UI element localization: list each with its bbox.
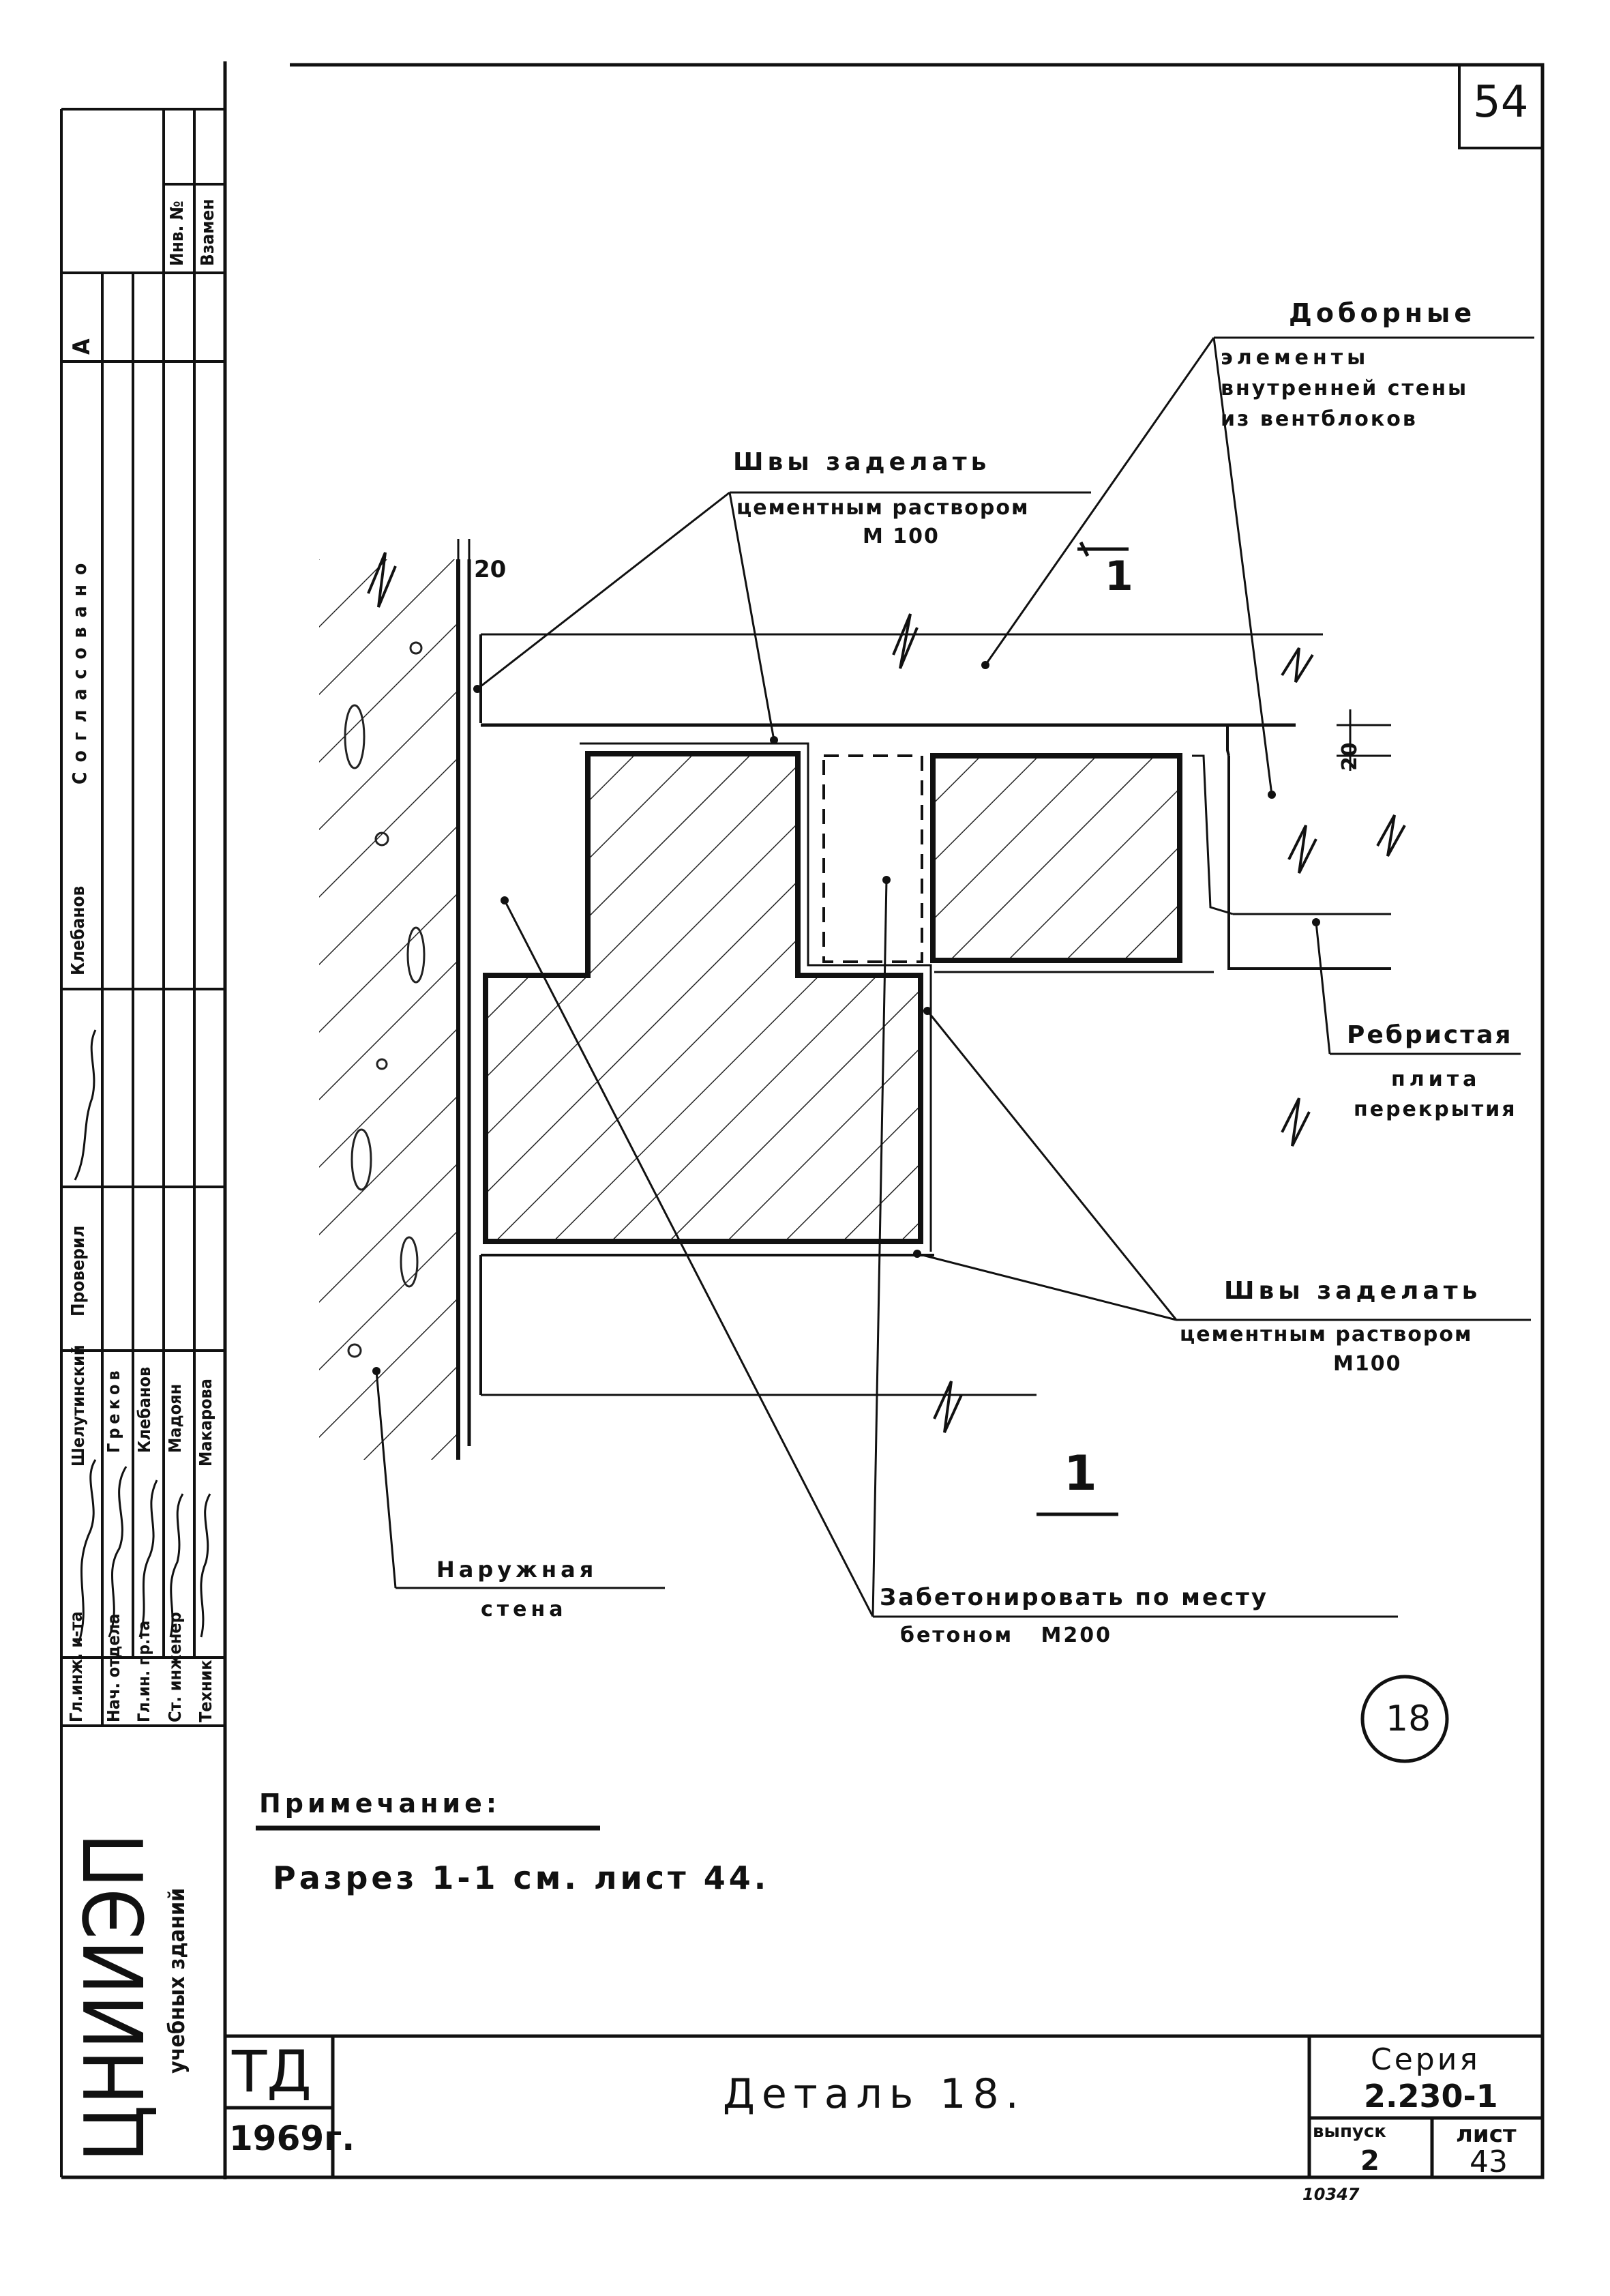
- issue-value: 2: [1360, 2145, 1380, 2177]
- label-slab-2: плита: [1391, 1068, 1481, 1091]
- section-bottom-label: 1: [1064, 1445, 1097, 1501]
- label-concrete-2: бетоном М200: [900, 1623, 1112, 1647]
- sheet-label: лист: [1456, 2121, 1517, 2148]
- small-concrete-infill: [930, 753, 1182, 963]
- bottom-number: 10347: [1302, 2185, 1360, 2204]
- leader-lines: [375, 336, 1534, 1618]
- issue-label: выпуск: [1313, 2121, 1386, 2142]
- lower-slab-outline: [479, 1254, 1037, 1396]
- label-dobornye-1: Доборные: [1289, 298, 1476, 328]
- detail-circle: [1360, 1675, 1449, 1763]
- stamp-replace: Взамен: [198, 198, 218, 266]
- concrete-infill: [483, 751, 923, 1244]
- label-wall-2: стена: [481, 1598, 567, 1621]
- label-slab-1: Ребристая: [1347, 1021, 1513, 1049]
- label-wall-1: Наружная: [436, 1557, 598, 1583]
- label-seams-top-2: цементным раствором: [736, 496, 1030, 520]
- exterior-wall: [319, 559, 460, 1460]
- stamp-agreed: Согласовано: [68, 553, 91, 784]
- note-heading: Примечание:: [259, 1789, 501, 1819]
- note-text: Разрез 1-1 см. лист 44.: [273, 1859, 770, 1896]
- dim-20-top: [457, 539, 471, 593]
- break-lines: [367, 552, 1406, 1433]
- vent-block-dashed: [822, 754, 923, 963]
- stamp-inv: Инв. №: [167, 201, 188, 266]
- title-block-lines: [225, 2034, 1542, 2177]
- dim-20-right-label: 20: [1338, 742, 1362, 771]
- stamp-lines: [60, 108, 225, 2177]
- label-dobornye-4: из вентблоков: [1221, 407, 1418, 431]
- series-value: 2.230-1: [1364, 2078, 1498, 2115]
- stamp-checked-name: Клебанов: [68, 885, 89, 975]
- label-dobornye-3: внутренней стены: [1221, 377, 1469, 400]
- label-seams-top-3: М 100: [863, 525, 940, 548]
- label-dobornye-2: элементы: [1221, 346, 1370, 370]
- top-sheet-box: [1458, 63, 1544, 149]
- title-year: 1969г.: [229, 2119, 355, 2158]
- label-seams-top-1: Швы заделать: [733, 448, 991, 476]
- leader-dots: [372, 661, 1320, 1375]
- series-label: Серия: [1371, 2042, 1480, 2077]
- title-td: ТД: [232, 2038, 312, 2105]
- stamp-org-sub: учебных зданий: [164, 1887, 190, 2074]
- section-mark-top: [1077, 541, 1129, 557]
- signatures: [74, 1029, 211, 1645]
- upper-slab-outline: [479, 633, 1391, 727]
- drawing-frame: [61, 61, 1545, 2179]
- label-slab-3: перекрытия: [1354, 1098, 1517, 1121]
- title-main: Деталь 18.: [723, 2070, 1026, 2118]
- ribbed-slab: [934, 725, 1391, 973]
- top-sheet-number: 54: [1473, 77, 1529, 128]
- sheet-value: 43: [1470, 2145, 1508, 2179]
- stamp-letter: А: [68, 338, 95, 355]
- section-top-label: 1: [1105, 553, 1133, 600]
- stamp-org-name: ЦНИИЭП: [68, 1832, 163, 2162]
- label-seams-bottom-3: М100: [1333, 1352, 1402, 1376]
- label-seams-bottom-2: цементным раствором: [1180, 1323, 1473, 1346]
- label-seams-bottom-1: Швы заделать: [1224, 1277, 1482, 1305]
- label-concrete-1: Забетонировать по месту: [880, 1584, 1269, 1611]
- dim-20-top-label: 20: [474, 556, 507, 583]
- dim-20-right: [1337, 709, 1391, 771]
- detail-circle-number: 18: [1386, 1698, 1431, 1739]
